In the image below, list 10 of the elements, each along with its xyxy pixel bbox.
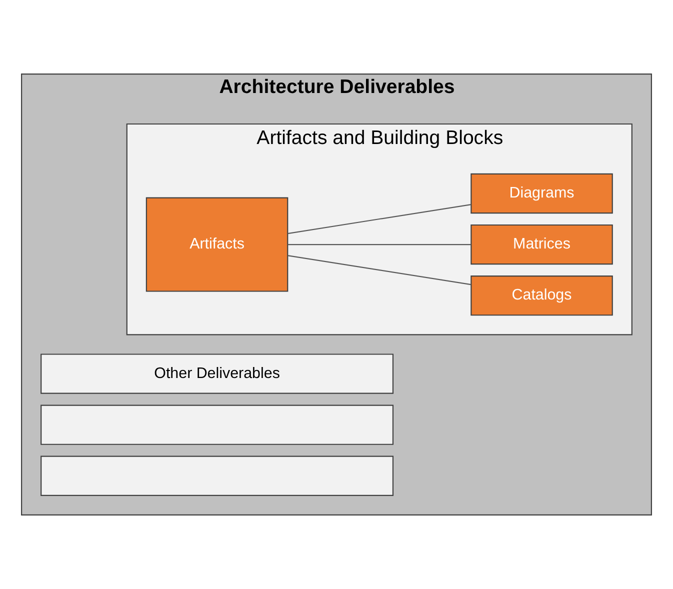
node-box: Other Deliverables — [40, 354, 394, 394]
node-box: Matrices — [470, 224, 613, 265]
node-box: Artifacts — [146, 197, 288, 292]
connector — [288, 244, 471, 246]
node-box — [40, 456, 394, 496]
node-box: Diagrams — [470, 173, 613, 214]
node-box — [40, 404, 394, 445]
connector — [288, 204, 472, 234]
connector — [288, 255, 472, 286]
node-box: Catalogs — [470, 276, 613, 316]
